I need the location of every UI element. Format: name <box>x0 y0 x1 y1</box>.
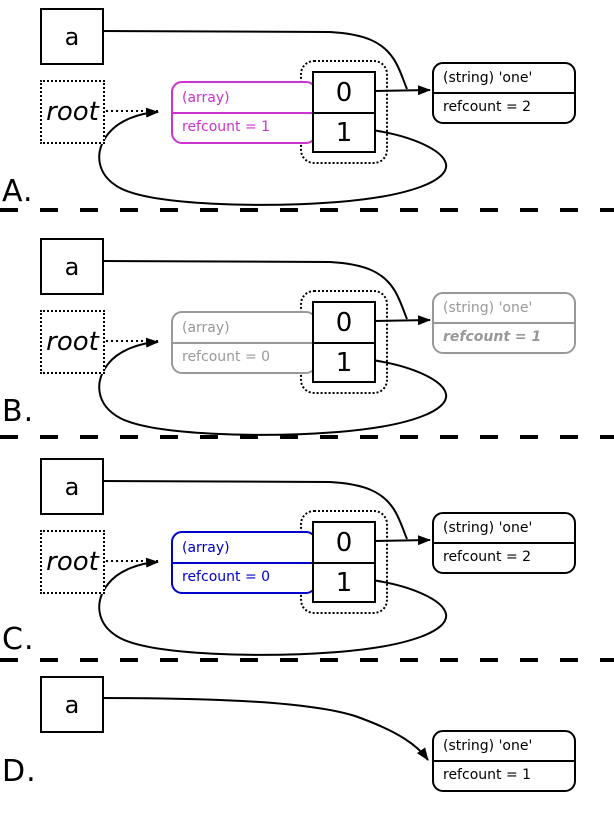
arrow-slot0-to-string <box>371 85 431 96</box>
array-object-box: (array) refcount = 1 <box>171 81 317 144</box>
array-slots-box: 0 1 <box>312 71 376 153</box>
cycle-arrow-slot1-to-array <box>98 557 448 656</box>
string-type-label: (string) 'one' <box>443 738 533 754</box>
separator-3 <box>0 658 614 662</box>
string-refcount-label: refcount = 1 <box>434 322 574 350</box>
variable-a-box: a <box>40 8 104 65</box>
arrow-slot0-to-string <box>371 315 431 326</box>
variable-a-label: a <box>64 22 80 51</box>
panel-c-letter: C. <box>2 622 35 657</box>
arrow-slot0-to-string <box>371 535 431 546</box>
string-type-label: (string) 'one' <box>443 300 533 316</box>
string-object-box: (string) 'one' refcount = 1 <box>432 730 576 792</box>
root-label: root <box>46 327 99 357</box>
string-refcount-label: refcount = 2 <box>434 542 574 570</box>
variable-a-box: a <box>40 238 104 295</box>
panel-c-wires <box>98 480 448 656</box>
panel-d-letter: D. <box>2 754 37 789</box>
array-object-box: (array) refcount = 0 <box>171 311 317 374</box>
separator-1 <box>0 208 614 212</box>
slot-1: 1 <box>314 112 374 151</box>
root-box: root <box>40 80 105 144</box>
string-object-box: (string) 'one' refcount = 2 <box>432 512 576 574</box>
slot-1: 1 <box>314 562 374 601</box>
array-type-label: (array) <box>182 539 230 556</box>
slot-0: 0 <box>335 307 353 338</box>
array-slots-box: 0 1 <box>312 521 376 603</box>
string-type-label: (string) 'one' <box>443 70 533 86</box>
variable-a-label: a <box>64 252 80 281</box>
panel-c: a root (array) refcount = 0 0 1 (string)… <box>0 450 614 658</box>
root-box: root <box>40 310 105 374</box>
root-label: root <box>46 97 99 127</box>
array-type-label: (array) <box>182 89 230 106</box>
panel-a: a root (array) refcount = 1 0 1 (string)… <box>0 0 614 210</box>
variable-a-box: a <box>40 458 104 515</box>
panel-b: a root (array) refcount = 0 0 1 (string)… <box>0 230 614 438</box>
cycle-arrow-slot1-to-array <box>98 107 448 206</box>
separator-2 <box>0 435 614 439</box>
arrow-var-a-to-string <box>99 30 408 90</box>
arrow-var-a-to-string <box>99 697 429 761</box>
array-refcount-label: refcount = 1 <box>173 112 315 140</box>
array-type-label: (array) <box>182 319 230 336</box>
panel-b-wires <box>98 260 448 436</box>
variable-a-label: a <box>64 690 80 719</box>
string-object-box: (string) 'one' refcount = 1 <box>432 292 576 354</box>
variable-a-label: a <box>64 472 80 501</box>
string-object-box: (string) 'one' refcount = 2 <box>432 62 576 124</box>
panel-a-wires <box>98 30 448 206</box>
array-refcount-label: refcount = 0 <box>173 342 315 370</box>
slot-0: 0 <box>335 527 353 558</box>
cycle-arrow-slot1-to-array <box>98 337 448 436</box>
arrow-var-a-to-string <box>99 480 408 540</box>
array-object-box: (array) refcount = 0 <box>171 531 317 594</box>
arrow-var-a-to-string <box>99 260 408 320</box>
panel-b-letter: B. <box>2 394 35 429</box>
panel-d-wires <box>99 697 429 761</box>
variable-a-box: a <box>40 676 104 733</box>
panel-d: a (string) 'one' refcount = 1 <box>0 668 614 814</box>
root-label: root <box>46 547 99 577</box>
root-box: root <box>40 530 105 594</box>
slot-0: 0 <box>335 77 353 108</box>
array-refcount-label: refcount = 0 <box>173 562 315 590</box>
string-refcount-label: refcount = 1 <box>434 760 574 788</box>
panel-a-letter: A. <box>2 174 34 209</box>
string-type-label: (string) 'one' <box>443 520 533 536</box>
string-refcount-label: refcount = 2 <box>434 92 574 120</box>
array-slots-box: 0 1 <box>312 301 376 383</box>
slot-1: 1 <box>314 342 374 381</box>
